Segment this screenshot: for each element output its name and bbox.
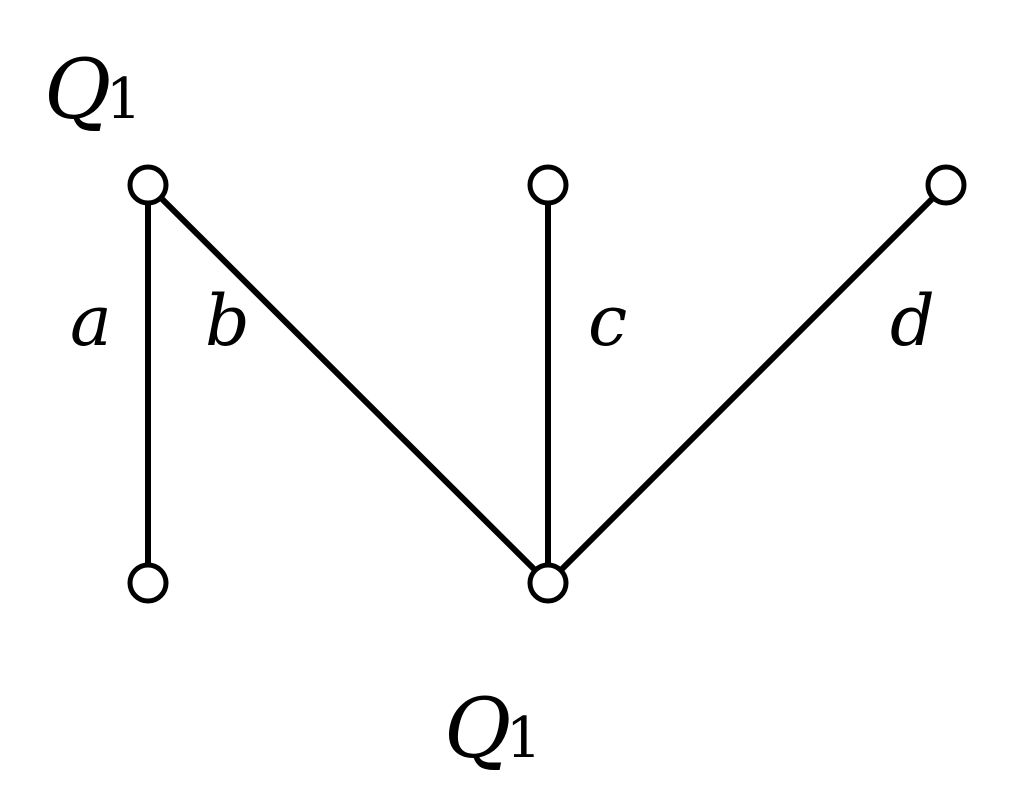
node-bottom-center [527,562,569,604]
edge-label-b: b [205,280,250,362]
node-top-left [127,164,169,206]
node-bottom-left [127,562,169,604]
edge-d [545,182,949,586]
edge-b [145,182,551,586]
edge-label-c: c [588,280,627,362]
node-top-right [925,164,967,206]
edge-label-d: d [890,280,935,362]
node-label-top-left-base: Q [44,43,111,138]
node-label-bottom-center-subscript: 1 [506,706,542,771]
node-label-top-left-subscript: 1 [106,67,142,132]
node-label-bottom-center-base: Q [444,682,511,777]
node-label-bottom-center: Q 1 [444,682,542,777]
node-top-center [527,164,569,206]
edge-label-a: a [70,280,112,362]
node-label-top-left: Q 1 [44,43,142,138]
